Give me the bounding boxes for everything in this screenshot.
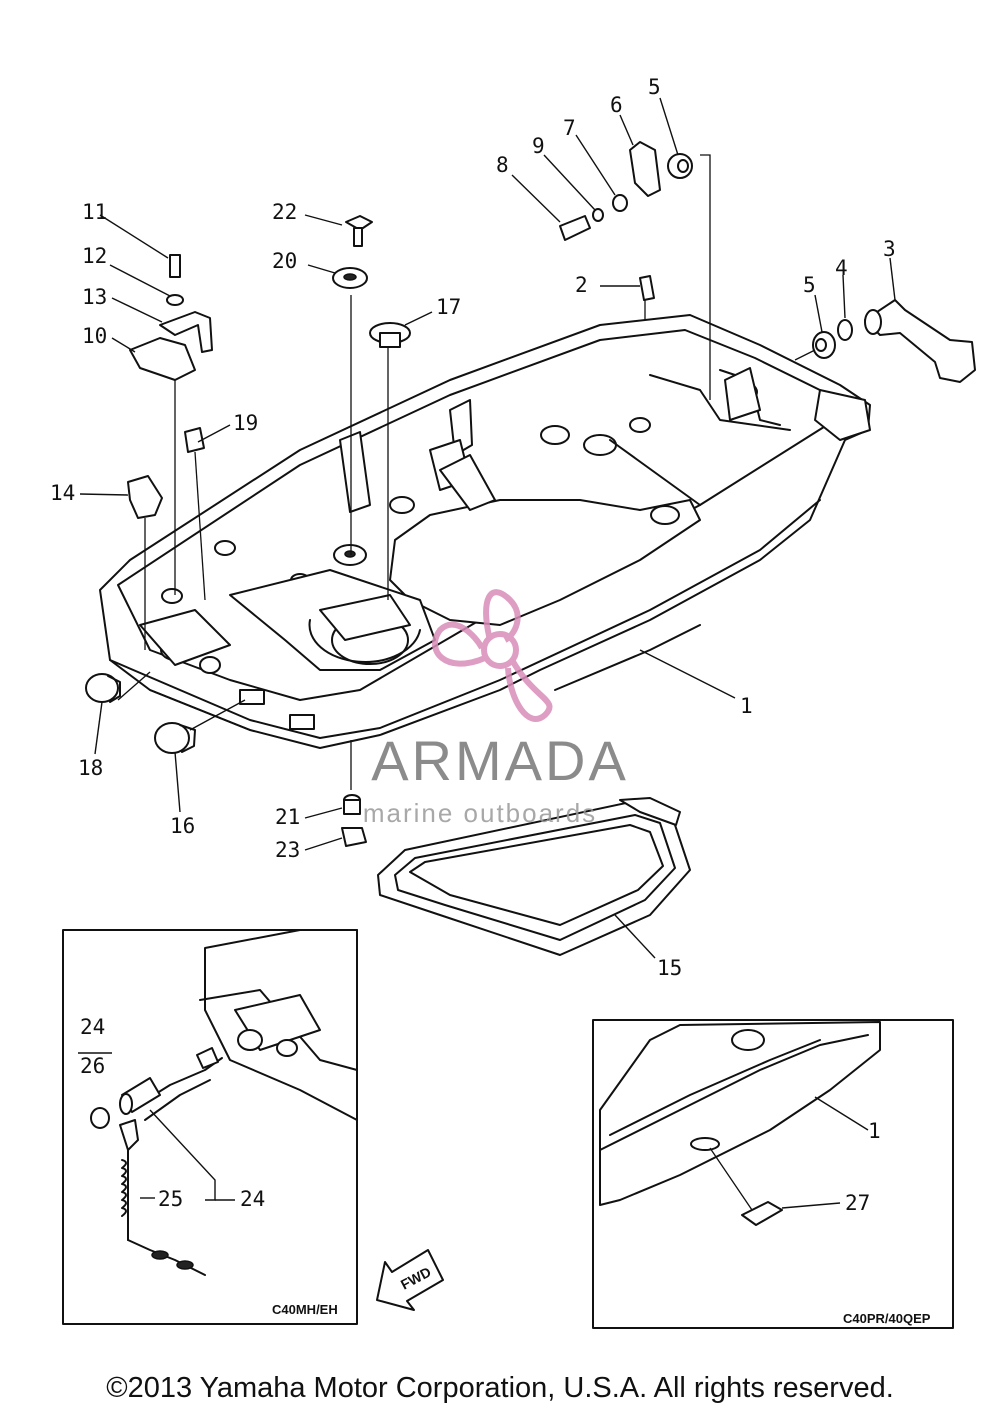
part-label-6: 6 <box>610 93 623 117</box>
watermark-subtitle: marine outboards <box>363 798 597 828</box>
watermark-title: ARMADA <box>371 729 629 792</box>
part-label-5-right: 5 <box>803 273 816 297</box>
part-label-14: 14 <box>50 481 75 505</box>
leader-lines <box>79 97 896 959</box>
part-label-24-top: 24 <box>80 1015 105 1039</box>
part-label-9: 9 <box>532 134 545 158</box>
copyright-notice: ©2013 Yamaha Motor Corporation, U.S.A. A… <box>106 1372 894 1404</box>
part-label-20: 20 <box>272 249 297 273</box>
part-label-4: 4 <box>835 256 848 280</box>
small-parts <box>85 141 976 847</box>
part-label-8: 8 <box>496 153 509 177</box>
inset-left-variant: C40MH/EH <box>272 1302 338 1317</box>
part-label-24: 24 <box>240 1187 265 1211</box>
part-label-16: 16 <box>170 814 195 838</box>
part-label-3: 3 <box>883 237 896 261</box>
seal-ring <box>377 797 691 956</box>
part-label-21: 21 <box>275 805 300 829</box>
part-label-1-inset: 1 <box>868 1119 881 1143</box>
inset-right-variant: C40PR/40QEP <box>843 1311 931 1326</box>
watermark: ARMADA marine outboards <box>363 589 629 828</box>
part-label-12: 12 <box>82 244 107 268</box>
fwd-arrow: FWD <box>376 1249 444 1311</box>
part-label-25: 25 <box>158 1187 183 1211</box>
inset-right <box>592 1019 954 1329</box>
part-label-17: 17 <box>436 295 461 319</box>
inset-left <box>62 929 358 1325</box>
part-label-5-top: 5 <box>648 75 661 99</box>
part-label-27: 27 <box>845 1191 870 1215</box>
part-label-2: 2 <box>575 273 588 297</box>
part-label-11: 11 <box>82 200 107 224</box>
guide-lines <box>144 154 711 790</box>
part-label-13: 13 <box>82 285 107 309</box>
part-label-23: 23 <box>275 838 300 862</box>
part-label-1: 1 <box>740 694 753 718</box>
part-label-15: 15 <box>657 956 682 980</box>
part-label-10: 10 <box>82 324 107 348</box>
part-label-7: 7 <box>563 116 576 140</box>
part-label-18: 18 <box>78 756 103 780</box>
part-labels: 1 2 3 4 5 5 6 7 8 9 10 11 12 13 14 15 16… <box>50 75 931 1326</box>
part-label-22: 22 <box>272 200 297 224</box>
part-label-26: 26 <box>80 1054 105 1078</box>
bottom-cowling <box>99 314 871 749</box>
part-label-19: 19 <box>233 411 258 435</box>
propeller-logo <box>432 589 553 722</box>
